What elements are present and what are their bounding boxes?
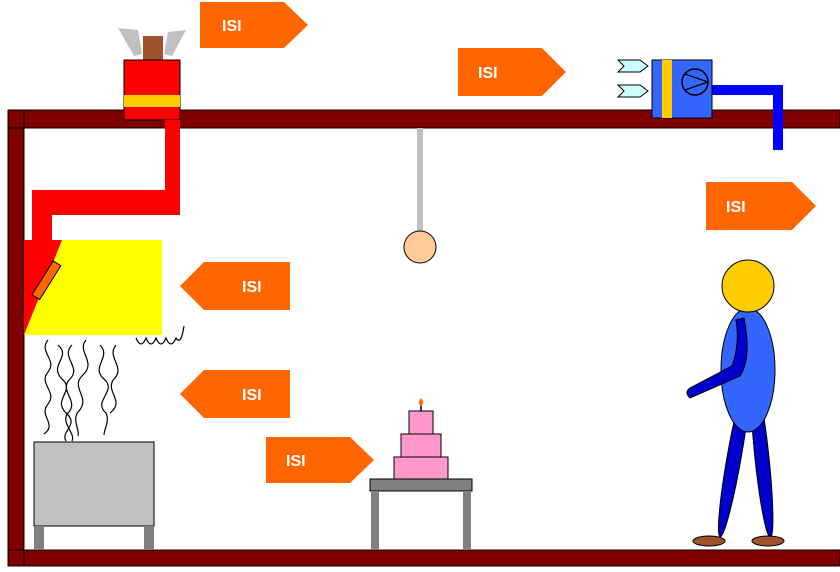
left-wall: [8, 110, 24, 566]
callout-label: ISI: [222, 18, 242, 35]
exhaust-fan-icon: [118, 28, 186, 121]
floor: [8, 550, 840, 566]
callout-label: ISI: [726, 199, 746, 216]
callout-label: ISI: [242, 279, 262, 296]
airflow-squiggle: [135, 325, 185, 345]
table: [369, 478, 473, 550]
stove: [33, 441, 155, 550]
callout-hood: ISI: [180, 262, 290, 310]
callout-table: ISI: [266, 437, 374, 483]
callout-stove: ISI: [180, 370, 290, 418]
exhaust-duct: [32, 120, 180, 240]
steam-lines: [43, 339, 119, 442]
callout-label: ISI: [478, 65, 498, 82]
callout-label: ISI: [286, 453, 306, 470]
grease-filter: [31, 260, 62, 301]
callout-label: ISI: [242, 387, 262, 404]
supply-fan-unit-icon: [616, 59, 783, 150]
ceiling: [8, 110, 840, 128]
person-icon: [686, 259, 785, 547]
ceiling-lamp-icon: [403, 128, 437, 264]
kitchen-hood: [24, 240, 162, 335]
cake-icon: [393, 398, 449, 480]
callout-fan-top: ISI: [200, 2, 308, 48]
room-frame: [7, 109, 840, 567]
callout-ceiling-mid: ISI: [458, 48, 566, 96]
callout-supply-right: ISI: [706, 182, 816, 230]
